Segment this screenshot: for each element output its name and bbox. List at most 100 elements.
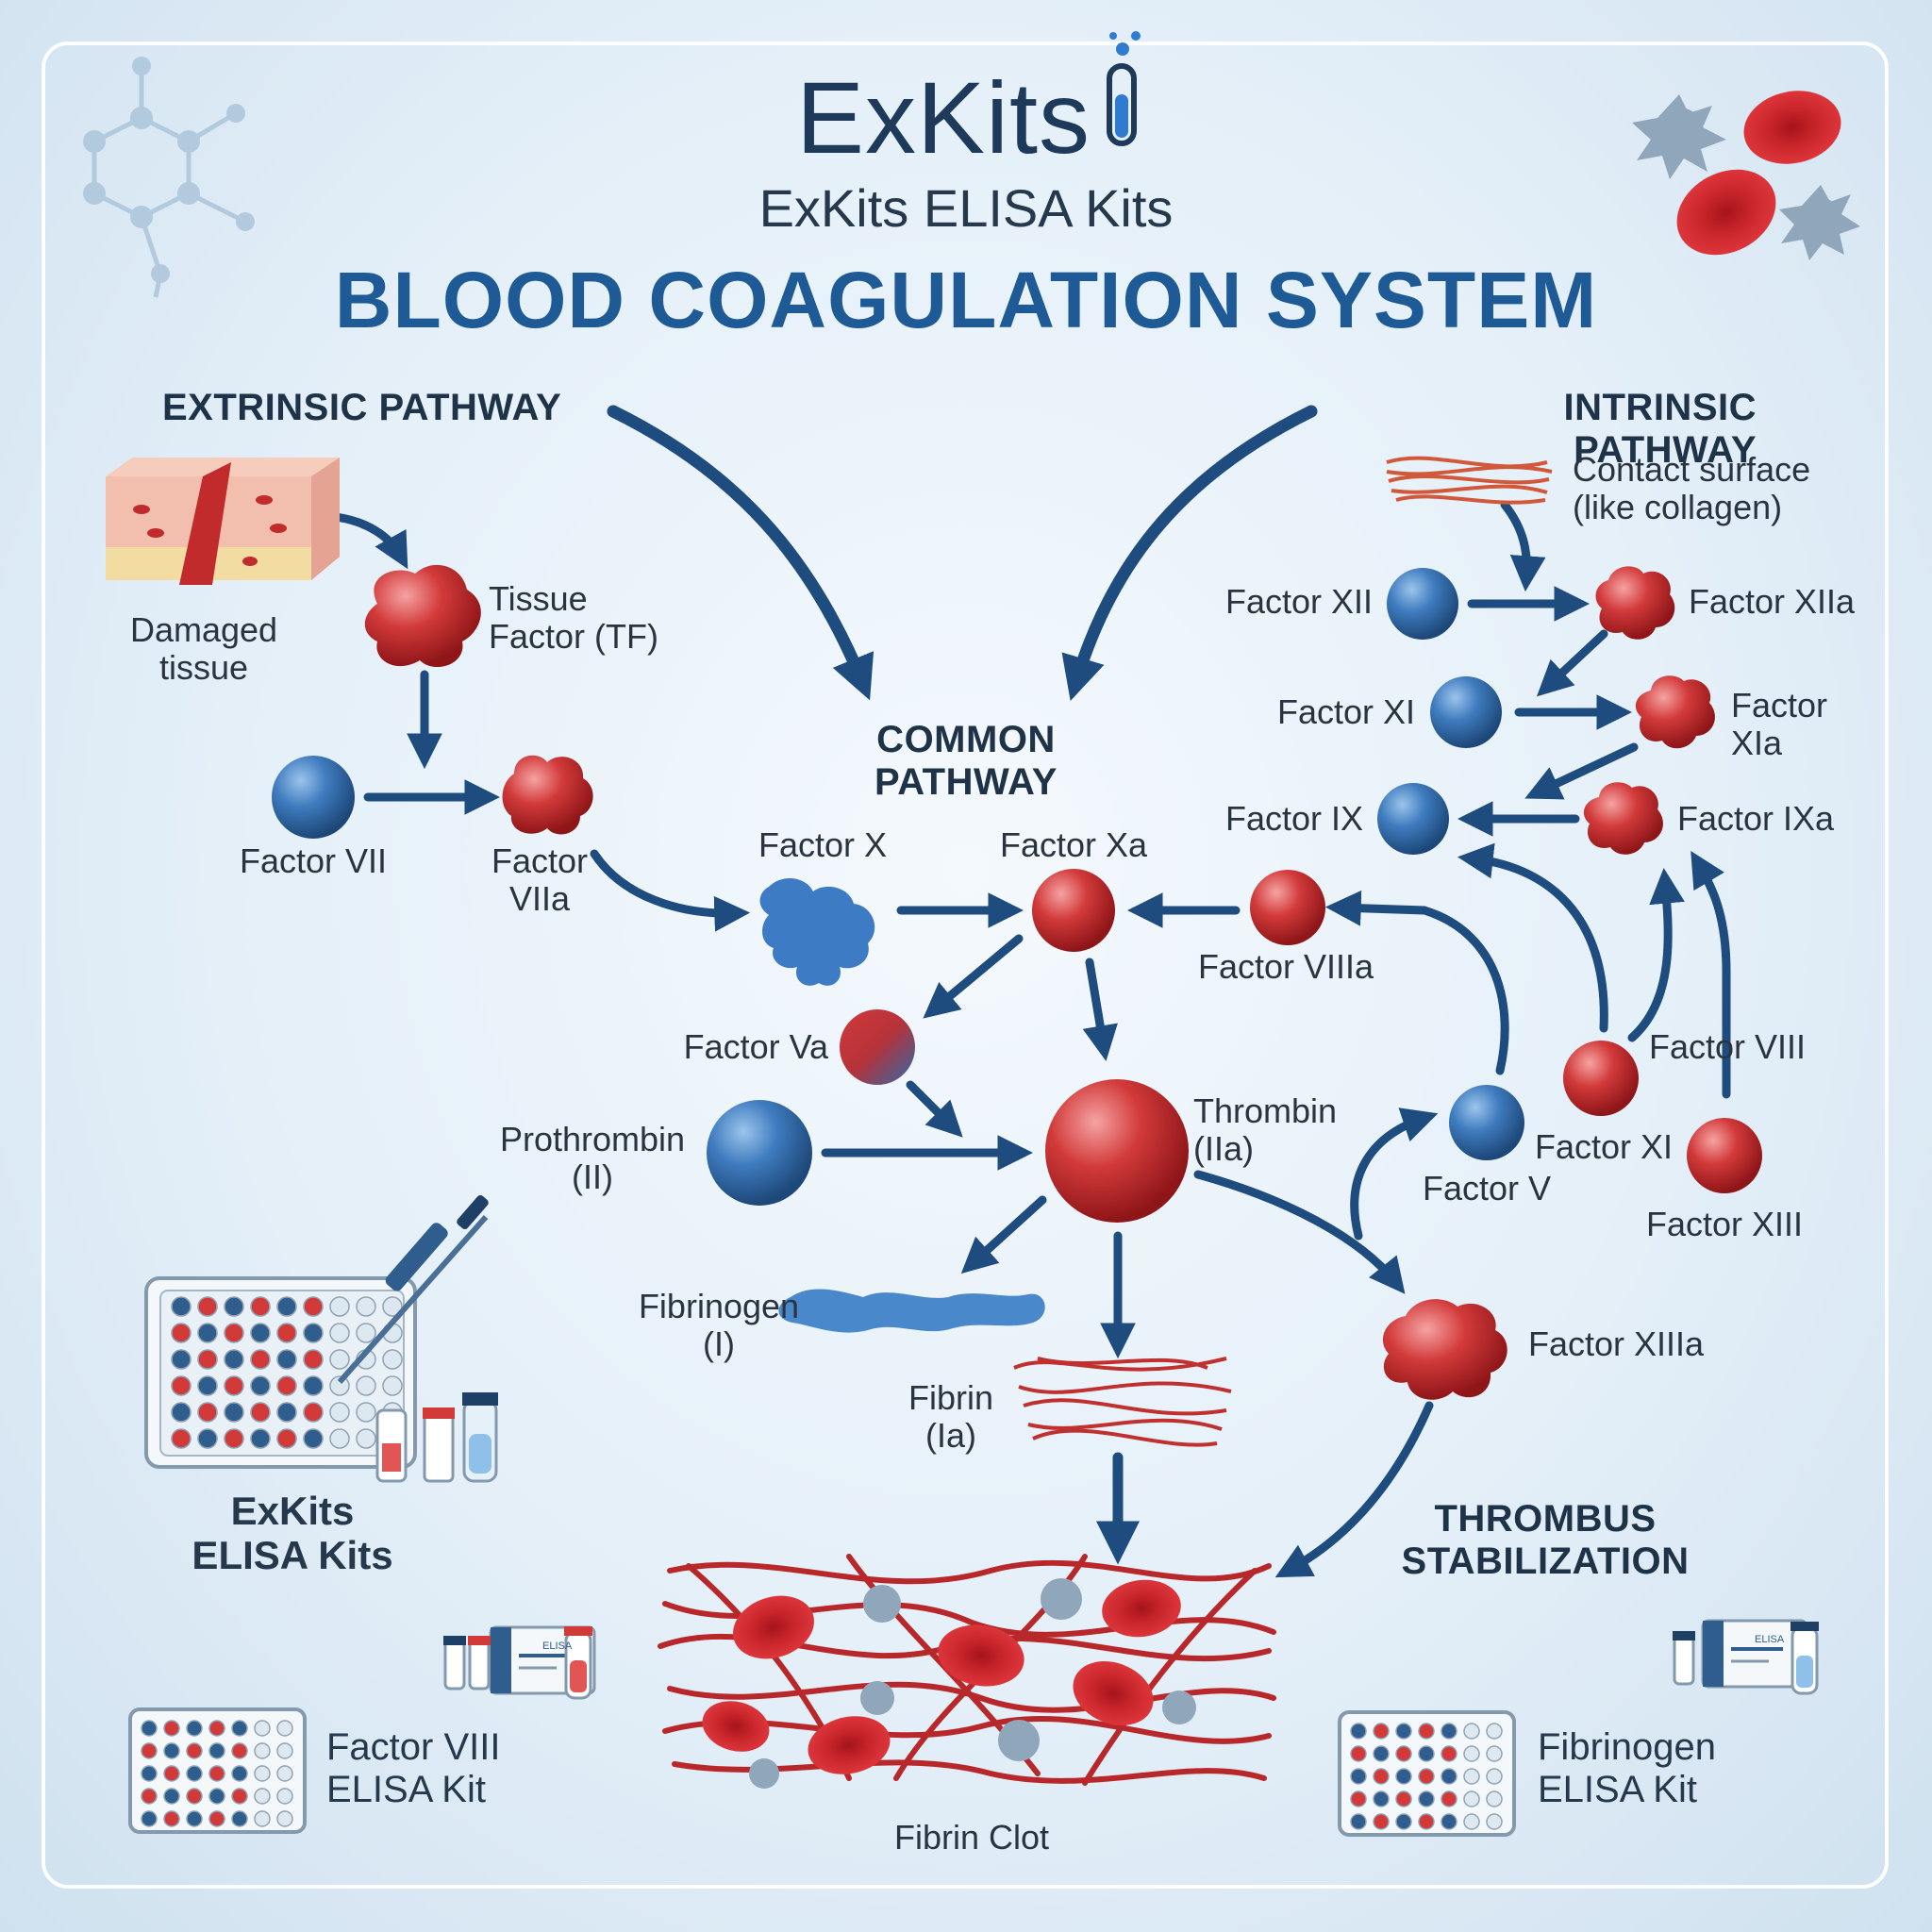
plate-well — [1418, 1723, 1435, 1740]
factor-viii-sphere — [1563, 1041, 1639, 1116]
thrombin-sphere — [1045, 1079, 1189, 1223]
plate-well — [163, 1788, 180, 1805]
viii-to-ix-arrow — [1457, 842, 1608, 1033]
plate-well — [1486, 1790, 1503, 1807]
plate-well — [1395, 1790, 1412, 1807]
plate-well — [276, 1323, 297, 1343]
plate-well — [254, 1810, 271, 1827]
plate-well — [141, 1765, 158, 1782]
plate-well — [1350, 1790, 1367, 1807]
common-pathway-heading: COMMON PATHWAY — [874, 719, 1058, 803]
va-to-thrombin-arrow — [906, 1080, 963, 1138]
factor-xia-molecule — [1635, 675, 1715, 749]
factor-viii-label: Factor VIII — [1649, 1027, 1807, 1066]
plate-well — [1395, 1745, 1412, 1762]
kit-box-label-fib: ELISA — [1755, 1634, 1785, 1645]
plate-well — [171, 1349, 192, 1370]
plate-well — [1486, 1768, 1503, 1785]
contact-surface-label: Contact surface (like collagen) — [1573, 450, 1811, 527]
plate-well — [1350, 1768, 1367, 1785]
plate-well — [1463, 1745, 1480, 1762]
plate-well — [276, 1402, 297, 1423]
plate-well — [208, 1810, 225, 1827]
factor-xiii-sphere — [1687, 1118, 1762, 1193]
plate-well — [186, 1810, 203, 1827]
plate-well — [329, 1323, 350, 1343]
prothrombin-sphere — [707, 1100, 812, 1206]
factor-ixa-label: Factor IXa — [1677, 799, 1835, 838]
plate-well — [141, 1810, 158, 1827]
plate-well — [1463, 1790, 1480, 1807]
plate-well — [303, 1296, 324, 1317]
plate-well — [356, 1296, 376, 1317]
plate-well — [1463, 1768, 1480, 1785]
collagen-fibers-illustration — [1386, 456, 1553, 505]
white-frame — [42, 42, 1889, 1889]
factor-viia-molecule — [502, 755, 593, 835]
fibrinogen-label: Fibrinogen (I) — [638, 1287, 800, 1364]
thrombin-to-fibrinogen-arrow — [960, 1195, 1047, 1274]
plate-well — [250, 1349, 271, 1370]
plate-well — [141, 1788, 158, 1805]
tissue-factor-label: Tissue Factor (TF) — [489, 579, 658, 657]
plate-well — [1373, 1723, 1390, 1740]
brand-logo-word: ExKits — [795, 60, 1091, 175]
plate-well — [1486, 1723, 1503, 1740]
plate-well — [231, 1742, 248, 1759]
factor-x-molecule — [759, 877, 875, 986]
plate-well — [1350, 1745, 1367, 1762]
red-blood-cell-decoration — [1676, 91, 1841, 256]
plate-well — [276, 1742, 293, 1759]
plate-well — [329, 1349, 350, 1370]
plate-well — [186, 1788, 203, 1805]
plate-well — [1350, 1723, 1367, 1740]
thrombin-label: Thrombin (IIa) — [1193, 1091, 1338, 1169]
plate-well — [329, 1375, 350, 1396]
plate-well — [163, 1742, 180, 1759]
factor-va-label: Factor Va — [683, 1027, 828, 1066]
platelet-decoration — [1632, 94, 1860, 260]
plate-well — [382, 1375, 403, 1396]
factor-viia-label: Factor VIIa — [491, 841, 589, 919]
plate-well — [1463, 1813, 1480, 1830]
thrombin-to-viii-arrow — [1324, 890, 1509, 1075]
xiii-to-ixa-arrow — [1690, 851, 1731, 1099]
plate-well — [382, 1296, 403, 1317]
plate-well — [1441, 1790, 1457, 1807]
factor-xi-label: Factor XI — [1276, 692, 1415, 731]
plate-well — [1441, 1723, 1457, 1740]
fibrin-label: Fibrin (Ia) — [908, 1378, 994, 1456]
plate-well — [254, 1720, 271, 1737]
plate-well — [231, 1788, 248, 1805]
xiia-to-xi-arrow — [1536, 629, 1608, 697]
factor-v-label: Factor V — [1422, 1169, 1552, 1208]
plate-well — [1373, 1790, 1390, 1807]
plate-well — [197, 1296, 218, 1317]
plate-well — [1418, 1768, 1435, 1785]
xa-to-va-arrow — [923, 934, 1024, 1019]
plate-well — [1463, 1723, 1480, 1740]
plate-well — [224, 1323, 244, 1343]
extrinsic-pathway-heading: EXTRINSIC PATHWAY — [162, 387, 562, 428]
elisa-plate-fibrinogen-illustration — [1338, 1619, 1819, 1837]
plate-well — [197, 1428, 218, 1449]
factor-vii-label: Factor VII — [239, 841, 388, 880]
plate-well — [186, 1765, 203, 1782]
plate-well — [1418, 1745, 1435, 1762]
elisa-plate-main-illustration — [144, 1194, 498, 1483]
plate-well — [208, 1788, 225, 1805]
factor-xiii-label: Factor XIII — [1645, 1205, 1804, 1243]
plate-well — [1350, 1813, 1367, 1830]
plate-well — [197, 1349, 218, 1370]
test-tube-logo-icon — [1107, 31, 1141, 146]
contact-to-xiia-arrow — [1500, 500, 1546, 592]
plate-well — [224, 1349, 244, 1370]
factor-x-label: Factor X — [758, 825, 888, 864]
plate-well — [1418, 1813, 1435, 1830]
factor-xa-sphere — [1032, 869, 1115, 952]
fibrin-clot-label: Fibrin Clot — [893, 1818, 1050, 1857]
factor-vii-sphere — [272, 756, 355, 839]
plate-well — [224, 1402, 244, 1423]
